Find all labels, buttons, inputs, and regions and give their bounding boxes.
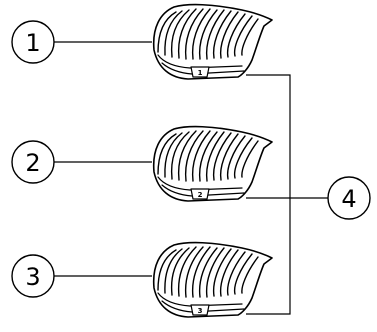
comb-number-label: 2 xyxy=(198,191,203,199)
callout-circle xyxy=(11,20,55,64)
comb-attachment-3: 3 xyxy=(152,241,273,318)
callout-circle xyxy=(11,140,55,184)
callout-number: 3 xyxy=(25,263,40,291)
callout-number: 2 xyxy=(25,149,40,177)
comb-number-label: 1 xyxy=(198,69,203,77)
callout-4: 4 xyxy=(327,176,371,220)
bracket-line xyxy=(246,74,291,315)
callout-number: 4 xyxy=(341,185,356,213)
comb-attachment-1: 1 xyxy=(152,3,273,80)
callout-2: 2 xyxy=(11,140,55,184)
comb-attachment-2: 2 xyxy=(152,125,273,202)
callout-circle xyxy=(11,254,55,298)
callout-3: 3 xyxy=(11,254,55,298)
comb-number-label: 3 xyxy=(198,307,203,315)
callout-1: 1 xyxy=(11,20,55,64)
callout-circle xyxy=(327,176,371,220)
callout-number: 1 xyxy=(25,29,40,57)
leader-lines xyxy=(54,41,328,315)
